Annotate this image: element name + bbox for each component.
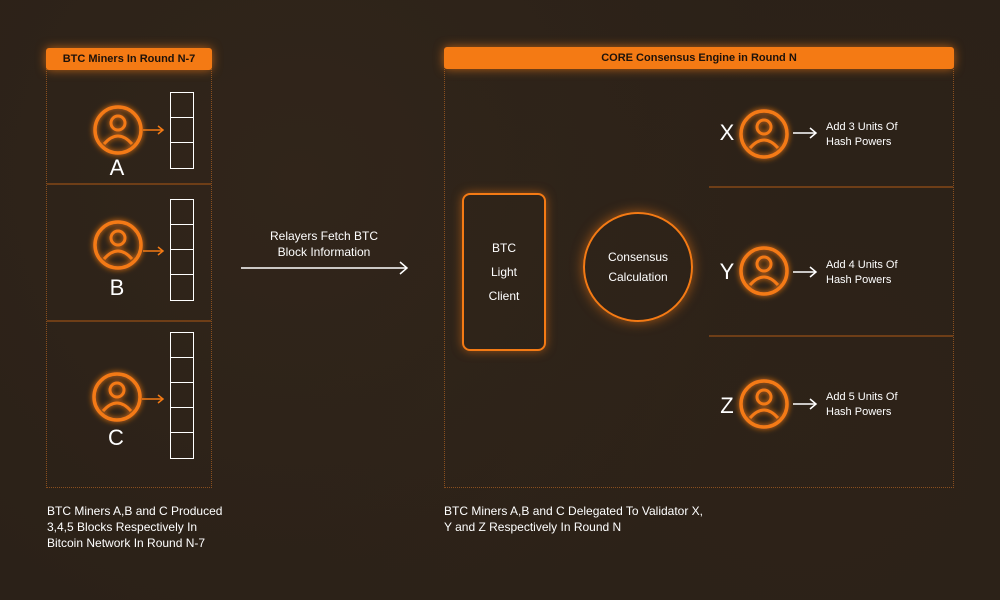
validator-x-text: Add 3 Units Of Hash Powers bbox=[826, 121, 898, 148]
validator-divider-1 bbox=[709, 186, 953, 188]
validator-x-arrow-icon bbox=[793, 127, 818, 139]
miner-a-icon bbox=[93, 105, 143, 155]
validator-z-icon bbox=[739, 379, 789, 429]
miners-panel-title: BTC Miners In Round N-7 bbox=[46, 48, 212, 70]
block-cell bbox=[171, 118, 193, 143]
miner-a-blocks bbox=[170, 92, 194, 169]
validator-x-label: X bbox=[719, 120, 735, 145]
consensus-line-1: Consensus bbox=[607, 250, 669, 264]
block-cell bbox=[171, 358, 193, 383]
miner-b-label: B bbox=[109, 275, 125, 300]
block-cell bbox=[171, 275, 193, 300]
block-cell bbox=[171, 225, 193, 250]
btc-client-line-2: Light bbox=[490, 265, 518, 279]
miner-b-icon bbox=[93, 220, 143, 270]
validator-y-label: Y bbox=[719, 259, 735, 284]
block-cell bbox=[171, 200, 193, 225]
miner-divider-2 bbox=[47, 320, 211, 322]
block-cell bbox=[171, 93, 193, 118]
block-cell bbox=[171, 250, 193, 275]
block-cell bbox=[171, 333, 193, 358]
miner-a-label: A bbox=[109, 155, 125, 180]
miner-c-icon bbox=[92, 372, 142, 422]
validator-z-label: Z bbox=[720, 393, 734, 418]
consensus-calculation-circle: Consensus Calculation bbox=[583, 212, 693, 322]
miner-b-blocks bbox=[170, 199, 194, 301]
btc-client-line-1: BTC bbox=[492, 241, 516, 255]
miners-caption: BTC Miners A,B and C Produced 3,4,5 Bloc… bbox=[47, 504, 223, 550]
validator-divider-2 bbox=[709, 335, 953, 337]
validator-z-arrow-icon bbox=[793, 398, 818, 410]
miner-b-arrow-icon bbox=[143, 246, 165, 256]
consensus-caption: BTC Miners A,B and C Delegated To Valida… bbox=[444, 504, 704, 534]
miner-c-label: C bbox=[108, 425, 124, 450]
validator-z-text: Add 5 Units Of Hash Powers bbox=[826, 391, 898, 418]
consensus-line-2: Calculation bbox=[608, 270, 668, 284]
btc-light-client-box: BTC Light Client bbox=[462, 193, 546, 351]
miner-c-arrow-icon bbox=[142, 394, 165, 404]
validator-y-icon bbox=[739, 246, 789, 296]
miner-a-arrow-icon bbox=[143, 125, 165, 135]
block-cell bbox=[171, 408, 193, 433]
validator-x-icon bbox=[739, 109, 789, 159]
validator-y-text: Add 4 Units Of Hash Powers bbox=[826, 259, 898, 286]
miner-c-blocks bbox=[170, 332, 194, 459]
consensus-panel-title: CORE Consensus Engine in Round N bbox=[444, 47, 954, 69]
validator-y-arrow-icon bbox=[793, 266, 818, 278]
miner-divider-1 bbox=[47, 183, 211, 185]
block-cell bbox=[171, 433, 193, 458]
btc-client-line-3: Client bbox=[488, 289, 520, 303]
relay-arrow-icon bbox=[241, 261, 409, 275]
block-cell bbox=[171, 383, 193, 408]
relay-label: Relayers Fetch BTC Block Information bbox=[269, 229, 379, 259]
block-cell bbox=[171, 143, 193, 168]
